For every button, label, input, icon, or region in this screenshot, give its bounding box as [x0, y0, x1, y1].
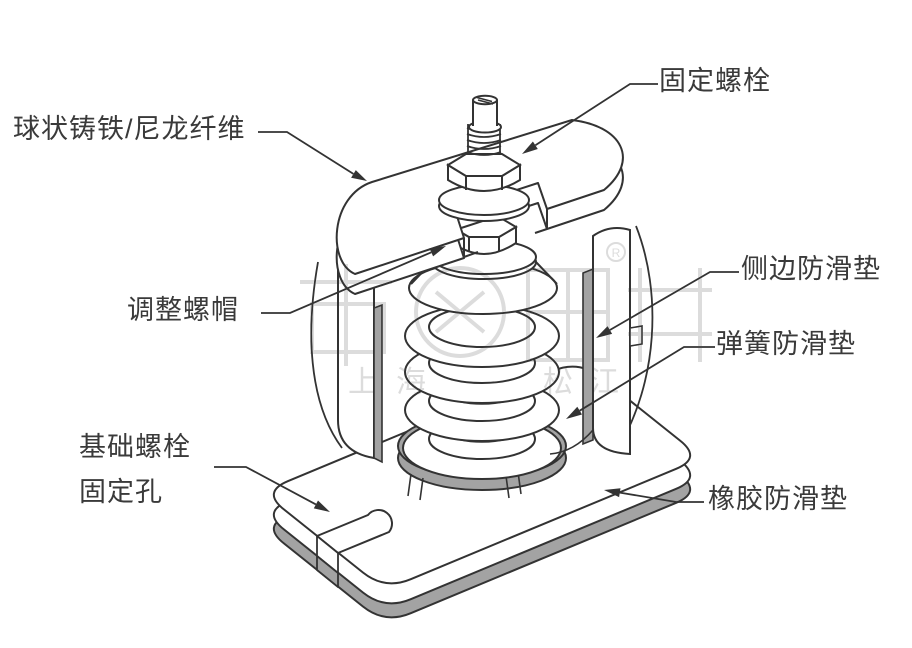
foundation-bolt-slot [316, 508, 394, 588]
leader-fixing-bolt [522, 83, 658, 154]
watermark-registered: R [612, 246, 621, 260]
fixing-bolt [438, 94, 530, 222]
label-fixing-bolt: 固定螺栓 [659, 66, 771, 96]
watermark-registered-circle [606, 242, 626, 262]
side-pad-strip [582, 267, 594, 446]
watermark-glyph-2 [414, 266, 506, 358]
leader-material [258, 131, 367, 181]
leader-rubber-pad [604, 488, 704, 503]
leader-foundation-hole [214, 466, 330, 512]
label-foundation-hole: 基础螺栓 固定孔 [79, 425, 191, 515]
label-material: 球状铸铁/尼龙纤维 [13, 114, 246, 144]
leader-adjusting-nut [261, 246, 446, 314]
leader-spring-pad [566, 346, 715, 419]
label-adjusting-nut: 调整螺帽 [127, 295, 239, 325]
label-foundation-line1: 基础螺栓 [79, 432, 191, 462]
watermark-glyph-3 [526, 268, 610, 362]
coil-spring [402, 304, 562, 480]
watermark-text-left: 上海 [348, 366, 444, 399]
label-foundation-line2: 固定孔 [79, 477, 163, 507]
leader-lines [214, 83, 739, 512]
label-rubber-pad: 橡胶防滑垫 [708, 484, 848, 514]
label-spring-pad: 弹簧防滑垫 [716, 329, 856, 359]
bolt-stud [468, 94, 502, 134]
fixing-nut [446, 153, 522, 193]
watermark-glyph-1 [300, 264, 392, 366]
watermark-text-right: 松江 [543, 366, 635, 399]
label-side-pad: 侧边防滑垫 [741, 254, 881, 284]
adjusting-nut [450, 216, 518, 256]
watermark: R 上海 松江 [300, 242, 712, 399]
watermark-glyph-4 [628, 268, 712, 362]
